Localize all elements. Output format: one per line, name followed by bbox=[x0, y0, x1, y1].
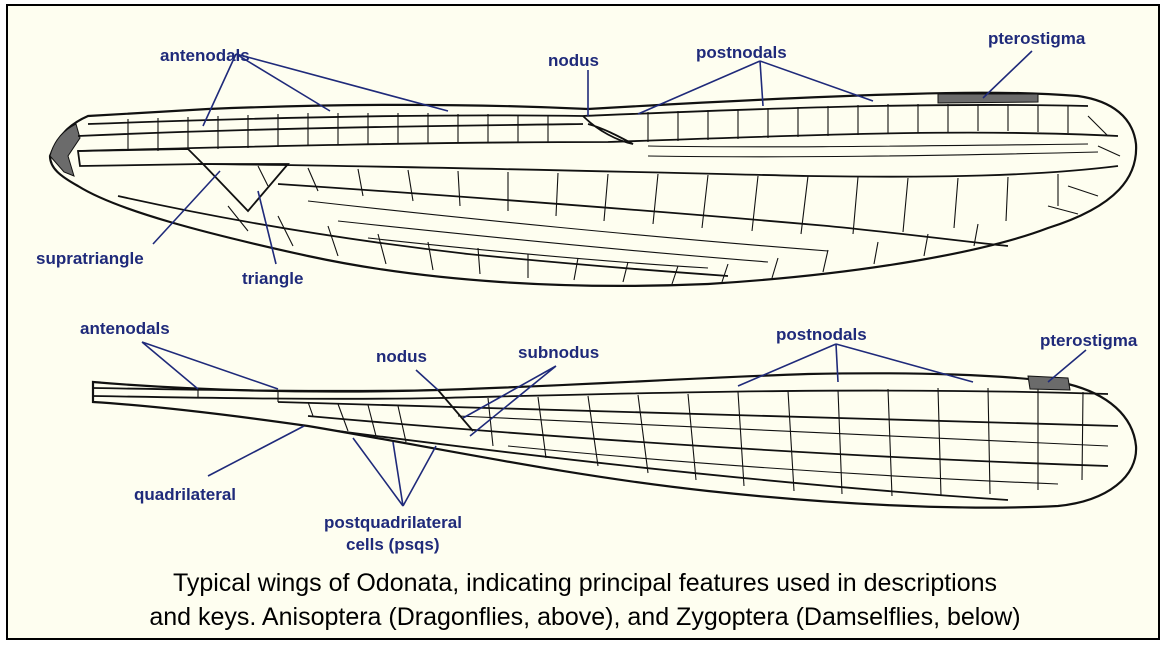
bottom-nodus-label: nodus bbox=[376, 347, 427, 366]
bottom-postquadrilateral-label-line2: cells (psqs) bbox=[346, 535, 440, 554]
figure-caption: Typical wings of Odonata, indicating pri… bbox=[8, 566, 1162, 634]
bottom-postquadrilateral-leader bbox=[353, 438, 436, 506]
figure-frame: antenodals nodus postnodals pterostigma … bbox=[6, 4, 1160, 640]
caption-line-1: Typical wings of Odonata, indicating pri… bbox=[8, 566, 1162, 600]
bottom-nodus-leader bbox=[416, 370, 438, 390]
dragonfly-pterostigma-mark bbox=[938, 94, 1038, 103]
top-pterostigma-label: pterostigma bbox=[988, 29, 1086, 48]
bottom-antenodals-leader bbox=[142, 342, 278, 389]
bottom-postnodals-label: postnodals bbox=[776, 325, 867, 344]
bottom-pterostigma-leader bbox=[1048, 350, 1086, 382]
odonata-wings-diagram: antenodals nodus postnodals pterostigma … bbox=[8, 6, 1158, 566]
bottom-postquadrilateral-label-line1: postquadrilateral bbox=[324, 513, 462, 532]
dragonfly-wing bbox=[50, 93, 1136, 286]
bottom-pterostigma-label: pterostigma bbox=[1040, 331, 1138, 350]
damselfly-wing bbox=[93, 373, 1136, 507]
caption-line-2: and keys. Anisoptera (Dragonflies, above… bbox=[8, 600, 1162, 634]
top-pterostigma-leader bbox=[983, 51, 1032, 98]
bottom-quadrilateral-leader bbox=[208, 426, 304, 476]
damselfly-pterostigma-mark bbox=[1028, 376, 1070, 390]
top-postnodals-label: postnodals bbox=[696, 43, 787, 62]
top-triangle-label: triangle bbox=[242, 269, 303, 288]
top-antenodals-label: antenodals bbox=[160, 46, 250, 65]
top-supratriangle-label: supratriangle bbox=[36, 249, 144, 268]
bottom-quadrilateral-label: quadrilateral bbox=[134, 485, 236, 504]
dragonfly-wing-outline bbox=[50, 93, 1136, 286]
top-nodus-label: nodus bbox=[548, 51, 599, 70]
bottom-subnodus-label: subnodus bbox=[518, 343, 599, 362]
bottom-antenodals-label: antenodals bbox=[80, 319, 170, 338]
